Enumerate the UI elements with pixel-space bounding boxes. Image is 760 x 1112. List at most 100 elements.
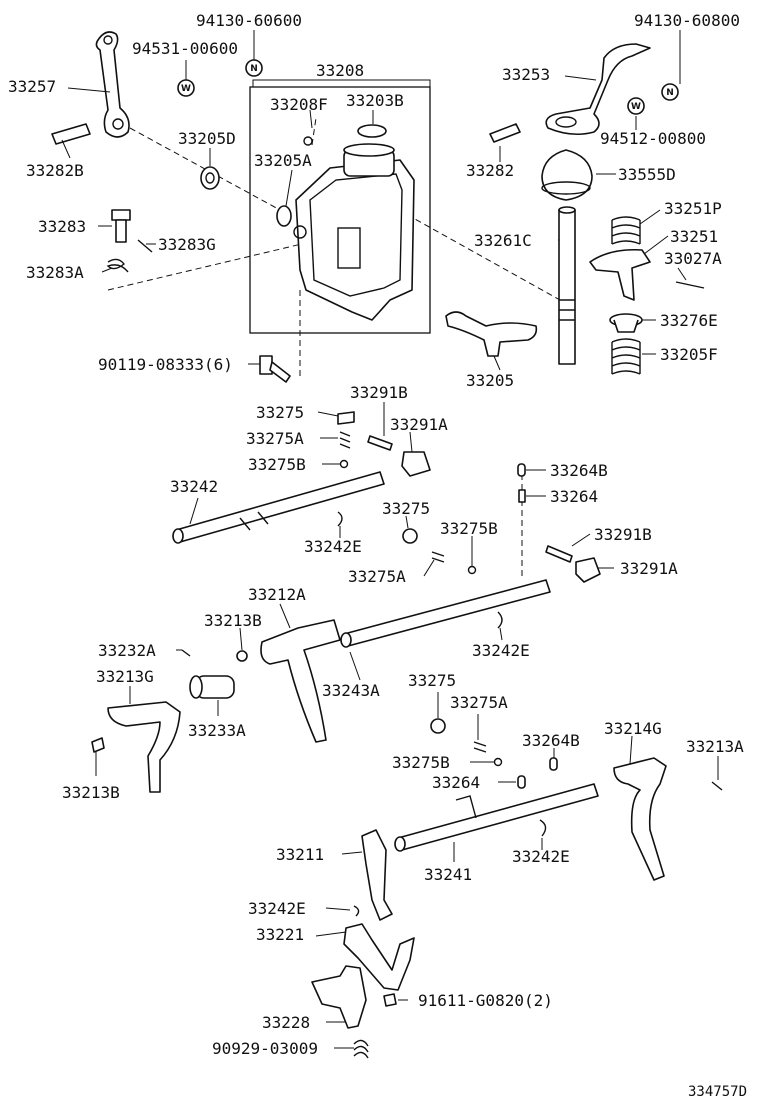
part-pin-33213A (711, 781, 723, 791)
label-33242: 33242 (170, 477, 218, 496)
part-shaft-33261C (558, 206, 576, 365)
part-clip-33242E-4 (353, 905, 360, 917)
label-33251P: 33251P (664, 199, 722, 218)
label-33264: 33264 (550, 487, 598, 506)
part-lever-33205 (445, 311, 538, 357)
label-33275A-3: 33275A (450, 693, 508, 712)
part-pin-33291B (367, 435, 393, 451)
label-33213B-2: 33213B (62, 783, 120, 802)
label-33205F: 33205F (660, 345, 718, 364)
part-clip-33242E-3 (539, 819, 547, 837)
part-fork-33212A (260, 619, 341, 743)
label-33232A: 33232A (98, 641, 156, 660)
part-plug-33275 (337, 411, 355, 425)
label-33243A: 33243A (322, 681, 380, 700)
label-94130-60600: 94130-60600 (196, 11, 302, 30)
part-spring-33275A-2 (431, 551, 445, 563)
part-pin-33264B (517, 463, 526, 477)
label-33291B-2: 33291B (594, 525, 652, 544)
part-washer-33205D (200, 166, 220, 190)
label-33213A: 33213A (686, 737, 744, 756)
part-shaft-33243A (340, 579, 551, 648)
svg-text:N: N (666, 88, 674, 98)
label-33283A: 33283A (26, 263, 84, 282)
label-33213G: 33213G (96, 667, 154, 686)
part-pin-33282B (51, 123, 91, 145)
badge-n-1: N (245, 59, 263, 77)
part-fork-33214G (613, 757, 667, 881)
diagram-footer-code: 334757D (688, 1084, 747, 1100)
label-33242E: 33242E (304, 537, 362, 556)
label-33242E-3: 33242E (512, 847, 570, 866)
part-bolt-33213B (236, 650, 248, 662)
label-33242E-4: 33242E (248, 899, 306, 918)
label-33251: 33251 (670, 227, 718, 246)
part-pin-33283G (137, 239, 153, 253)
part-spring-33275A (339, 431, 351, 449)
label-33261C: 33261C (474, 231, 532, 250)
part-pin-33264-2 (517, 775, 526, 789)
part-bolt-33283 (111, 209, 131, 243)
label-90119-08333: 90119-08333(6) (98, 355, 233, 374)
label-33208: 33208 (316, 61, 364, 80)
label-33275B-2: 33275B (440, 519, 498, 538)
part-plate-33228 (311, 965, 367, 1029)
label-33275-2: 33275 (382, 499, 430, 518)
part-spring-33205F (611, 338, 641, 375)
label-94531-00600: 94531-00600 (132, 39, 238, 58)
part-plug-33275-3 (430, 718, 446, 734)
part-spring-33283A (106, 258, 129, 273)
part-fork-33213G (107, 701, 181, 793)
part-ball-33275B-2 (467, 565, 477, 575)
part-pin-33232A (181, 649, 191, 657)
part-shaft-33241 (394, 783, 599, 852)
label-33291A-2: 33291A (620, 559, 678, 578)
part-bolt-91611 (383, 993, 397, 1007)
label-33205D: 33205D (178, 129, 236, 148)
label-33211: 33211 (276, 845, 324, 864)
label-33291B: 33291B (350, 383, 408, 402)
label-33283: 33283 (38, 217, 86, 236)
label-33275A: 33275A (246, 429, 304, 448)
label-33221: 33221 (256, 925, 304, 944)
label-33555D: 33555D (618, 165, 676, 184)
label-33205A: 33205A (254, 151, 312, 170)
label-33208F: 33208F (270, 95, 328, 114)
part-ball-33275B (339, 459, 349, 469)
part-shaft-33242 (172, 471, 385, 544)
part-case-33208 (276, 124, 415, 321)
label-33282B: 33282B (26, 161, 84, 180)
label-33283G: 33283G (158, 235, 216, 254)
part-ball-33275B-3 (493, 757, 503, 767)
label-33228: 33228 (262, 1013, 310, 1032)
label-33257: 33257 (8, 77, 56, 96)
label-33233A: 33233A (188, 721, 246, 740)
label-33275-3: 33275 (408, 671, 456, 690)
part-lever-33211 (361, 829, 393, 921)
label-33027A: 33027A (664, 249, 722, 268)
part-clip-33242E-2 (497, 611, 503, 629)
label-33291A: 33291A (390, 415, 448, 434)
label-33242E-2: 33242E (472, 641, 530, 660)
part-sleeve-33233A (189, 675, 235, 699)
label-33212A: 33212A (248, 585, 306, 604)
part-pin-33264B-2 (549, 757, 558, 771)
label-33282: 33282 (466, 161, 514, 180)
part-plug-33275-2 (402, 528, 418, 544)
label-33264B: 33264B (550, 461, 608, 480)
label-91611-G0820: 91611-G0820(2) (418, 991, 553, 1010)
label-33213B: 33213B (204, 611, 262, 630)
part-pin-33264 (518, 489, 526, 503)
part-pin-33282 (489, 123, 521, 143)
badge-w-2: W (627, 97, 645, 115)
part-spring-33275A-3 (473, 741, 487, 753)
label-33264-2: 33264 (432, 773, 480, 792)
label-33214G: 33214G (604, 719, 662, 738)
label-33205: 33205 (466, 371, 514, 390)
part-seat-33276E (609, 313, 643, 333)
part-clip-33242E-1 (337, 511, 343, 527)
label-33241: 33241 (424, 865, 472, 884)
svg-text:W: W (631, 102, 641, 112)
part-fork-33221 (343, 923, 415, 991)
